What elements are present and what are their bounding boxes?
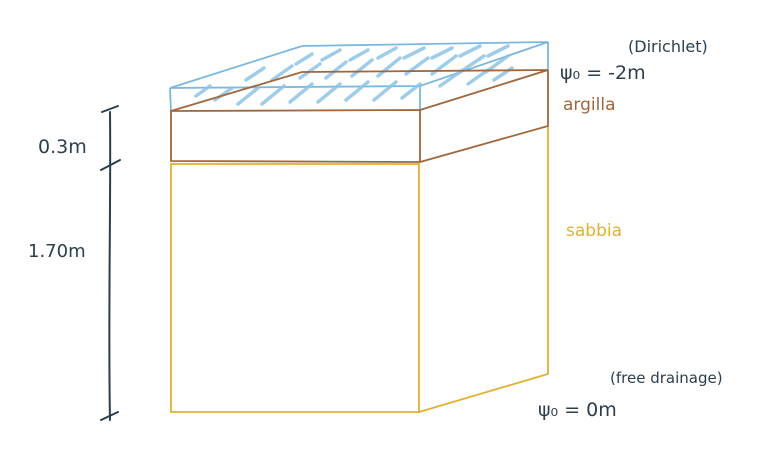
dimension-tick-bottom: [100, 411, 119, 421]
clay-layer-front-face: [170, 109, 421, 163]
clay-layer-top-back-edge: [170, 69, 549, 112]
sand-layer-label: sabbia: [566, 221, 622, 241]
bottom-condition-label: (free drainage): [610, 369, 723, 387]
water-hatching: [194, 44, 514, 106]
sand-layer-front-face: [170, 163, 420, 413]
dimension-tick-middle: [100, 159, 121, 171]
clay-layer-side-face: [419, 70, 549, 163]
bottom-value-label: ψ₀ = 0m: [538, 399, 617, 421]
top-value-label: ψ₀ = -2m: [560, 62, 646, 84]
top-condition-label: (Dirichlet): [628, 37, 708, 56]
sand-layer: [170, 127, 549, 413]
sand-thickness-label: 1.70m: [28, 241, 86, 262]
dimension-tick-top: [101, 105, 119, 113]
sand-layer-side-face: [418, 127, 549, 413]
dimension-line: [100, 105, 121, 421]
water-layer-top-face: [169, 41, 549, 89]
dimension-vertical: [108, 111, 112, 421]
water-layer-front-edge: [169, 42, 549, 113]
clay-thickness-label: 0.3m: [38, 136, 87, 158]
clay-layer: [170, 69, 549, 163]
clay-layer-label: argilla: [563, 95, 616, 115]
